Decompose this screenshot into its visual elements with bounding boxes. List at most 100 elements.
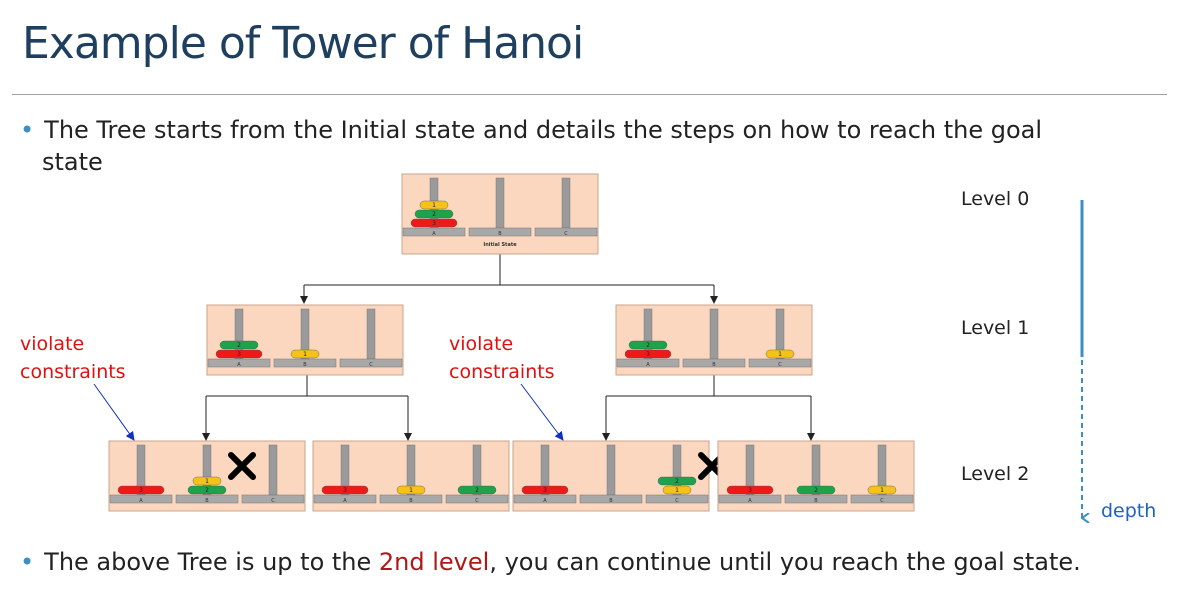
violate-label-left-line1: violate bbox=[20, 333, 85, 355]
disk-1 bbox=[662, 485, 692, 495]
peg-base bbox=[850, 494, 914, 504]
peg-label: C bbox=[369, 362, 373, 368]
peg-base bbox=[339, 358, 403, 368]
violate-pointer-left bbox=[93, 383, 135, 441]
peg-label: A bbox=[139, 498, 143, 504]
disk-1 bbox=[419, 200, 449, 210]
disk-label: 2 bbox=[675, 478, 679, 485]
disk-label: 1 bbox=[409, 487, 413, 494]
bullet-summary: •The above Tree is up to the 2nd level, … bbox=[20, 546, 1081, 578]
peg-label: C bbox=[271, 498, 275, 504]
disk-2 bbox=[796, 485, 836, 495]
bullet-dot-icon: • bbox=[20, 116, 35, 144]
disk-label: 1 bbox=[880, 487, 884, 494]
violate-label-left: violate constraints bbox=[20, 330, 126, 386]
level-1-label: Level 1 bbox=[961, 317, 1030, 339]
peg-label: B bbox=[409, 498, 413, 504]
disk-2 bbox=[187, 485, 227, 495]
peg-label: B bbox=[498, 231, 502, 237]
peg-base bbox=[402, 227, 466, 237]
disk-1 bbox=[192, 476, 222, 486]
disk-2 bbox=[657, 476, 697, 486]
peg-base bbox=[175, 494, 239, 504]
peg-label: C bbox=[880, 498, 884, 504]
disk-3 bbox=[410, 218, 458, 228]
peg-label: B bbox=[712, 362, 716, 368]
disk-label: 1 bbox=[205, 478, 209, 485]
peg-label: A bbox=[432, 231, 436, 237]
disk-3 bbox=[117, 485, 165, 495]
peg-rod bbox=[268, 444, 278, 496]
tree-connectors bbox=[93, 200, 1082, 518]
disk-label: 3 bbox=[432, 220, 436, 227]
violate-label-right: violate constraints bbox=[449, 330, 555, 386]
connector-l1-right bbox=[606, 375, 811, 397]
peg-label: B bbox=[303, 362, 307, 368]
peg-rod bbox=[561, 177, 571, 229]
bullet-summary-prefix: The above Tree is up to the bbox=[44, 548, 379, 576]
peg-base bbox=[513, 494, 577, 504]
bullet-dot-icon: • bbox=[20, 548, 35, 576]
level-2-label: Level 2 bbox=[961, 463, 1030, 485]
disk-3 bbox=[215, 349, 263, 359]
peg-label: B bbox=[205, 498, 209, 504]
connector-root bbox=[304, 254, 714, 286]
peg-label: C bbox=[564, 231, 568, 237]
disk-label: 3 bbox=[543, 487, 547, 494]
peg-label: A bbox=[748, 498, 752, 504]
peg-label: C bbox=[778, 362, 782, 368]
disk-2 bbox=[457, 485, 497, 495]
disk-label: 2 bbox=[237, 342, 241, 349]
bullet-summary-highlight: 2nd level bbox=[378, 548, 490, 576]
bullet-intro-line1: The Tree starts from the Initial state a… bbox=[44, 116, 1043, 144]
disk-label: 1 bbox=[303, 351, 307, 358]
disk-2 bbox=[219, 340, 259, 350]
depth-label: depth bbox=[1101, 500, 1157, 522]
disk-label: 3 bbox=[646, 351, 650, 358]
disk-label: 3 bbox=[237, 351, 241, 358]
initial-state-caption: Initial State bbox=[483, 242, 517, 248]
disk-label: 2 bbox=[475, 487, 479, 494]
disk-2 bbox=[414, 209, 454, 219]
disk-label: 1 bbox=[778, 351, 782, 358]
disk-1 bbox=[867, 485, 897, 495]
disk-label: 2 bbox=[646, 342, 650, 349]
connector-l1-left bbox=[206, 375, 408, 397]
peg-label: B bbox=[609, 498, 613, 504]
disk-3 bbox=[321, 485, 369, 495]
peg-base bbox=[534, 227, 598, 237]
peg-rod bbox=[495, 177, 505, 229]
peg-rod bbox=[606, 444, 616, 496]
peg-base bbox=[468, 227, 532, 237]
peg-rod bbox=[709, 308, 719, 360]
peg-base bbox=[616, 358, 680, 368]
disk-3 bbox=[624, 349, 672, 359]
violate-label-left-line2: constraints bbox=[20, 361, 126, 383]
peg-label: A bbox=[543, 498, 547, 504]
level-0-label: Level 0 bbox=[961, 188, 1030, 210]
peg-base bbox=[207, 358, 271, 368]
peg-base bbox=[445, 494, 509, 504]
disk-label: 2 bbox=[205, 487, 209, 494]
page-title: Example of Tower of Hanoi bbox=[22, 18, 584, 69]
peg-label: C bbox=[475, 498, 479, 504]
peg-label: A bbox=[237, 362, 241, 368]
violation-x-icon bbox=[228, 452, 256, 480]
peg-base bbox=[579, 494, 643, 504]
title-divider bbox=[12, 94, 1167, 95]
disk-2 bbox=[628, 340, 668, 350]
disk-label: 3 bbox=[748, 487, 752, 494]
disk-label: 3 bbox=[343, 487, 347, 494]
violate-label-right-line1: violate bbox=[449, 333, 514, 355]
disk-label: 1 bbox=[432, 202, 436, 209]
disk-1 bbox=[396, 485, 426, 495]
peg-base bbox=[379, 494, 443, 504]
disk-label: 2 bbox=[814, 487, 818, 494]
disk-3 bbox=[726, 485, 774, 495]
peg-base bbox=[241, 494, 305, 504]
